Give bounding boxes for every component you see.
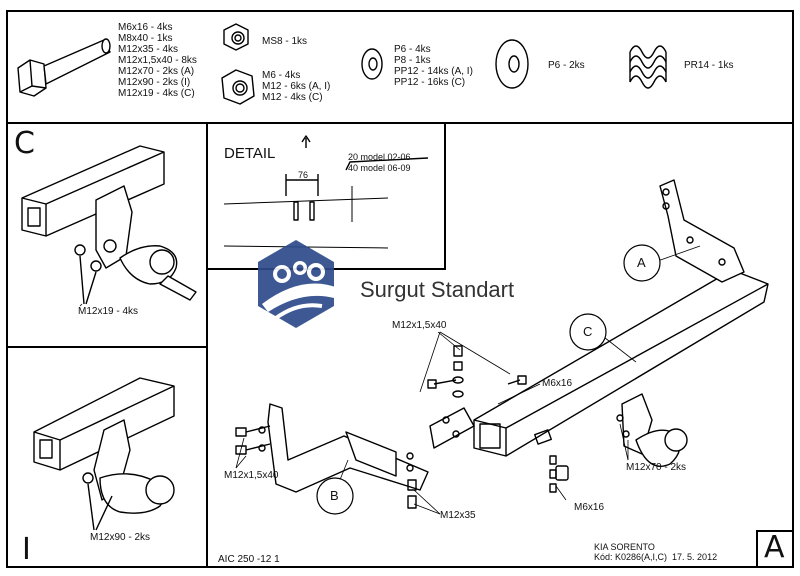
bolt-list: M6x16 - 4ks M8x40 - 1ks M12x35 - 4ks M12…	[118, 22, 197, 99]
bolt-list-item: M12x90 - 2ks (I)	[118, 77, 191, 88]
callout-a-letter: A	[637, 255, 646, 270]
nut-ms8-label: MS8 - 1ks	[262, 36, 308, 47]
vehicle-name: KIA SORENTO	[594, 542, 655, 552]
washer-large-icon	[495, 39, 529, 89]
washer-list-item: P6 - 4ks	[394, 44, 431, 55]
spring-washer-icon	[629, 45, 667, 89]
label-m6x16-top: M6x16	[542, 378, 573, 389]
callout-b-circle	[316, 477, 354, 515]
spring-label: PR14 - 1ks	[684, 60, 734, 71]
panel-c-bolt-label: M12x19 - 4ks	[78, 306, 139, 317]
nut-list-item: M12 - 4ks (C)	[262, 92, 323, 103]
detail-model-line1: 20 model 02-06	[348, 152, 411, 162]
nut-list-item: M6 - 4ks	[262, 70, 301, 81]
washer-p6-label: P6 - 2ks	[548, 60, 585, 71]
kod-line: Kód: K0286(A,I,C) 17. 5. 2012	[594, 552, 718, 562]
bolt-list-item: M12x1,5x40 - 8ks	[118, 55, 197, 66]
label-m12x35: M12x35	[440, 510, 476, 521]
bolt-list-item: M12x70 - 2ks (A)	[118, 66, 195, 77]
hitch-c-illustration	[21, 145, 197, 305]
bolt-list-item: M8x40 - 1ks	[118, 33, 173, 44]
label-m6x16-bottom: M6x16	[574, 502, 605, 513]
leader-lines	[79, 245, 701, 515]
hitch-i-illustration	[33, 377, 175, 531]
bolt-list-item: M12x19 - 4ks (C)	[118, 88, 195, 99]
corner-letter: A	[764, 530, 785, 565]
nut-list: M6 - 4ks M12 - 6ks (A, I) M12 - 4ks (C)	[262, 70, 330, 103]
washer-list: P6 - 4ks P8 - 1ks PP12 - 14ks (A, I) PP1…	[394, 44, 473, 88]
detail-illustration	[223, 135, 429, 249]
washer-list-item: PP12 - 14ks (A, I)	[394, 66, 473, 77]
panel-i-frame	[6, 346, 208, 568]
nut-ms8-icon	[223, 23, 249, 51]
nut-list-item: M12 - 6ks (A, I)	[262, 81, 331, 92]
label-m12x70: M12x70 - 2ks	[626, 462, 687, 473]
detail-title: DETAIL	[224, 145, 276, 162]
main-assembly-illustration	[235, 179, 769, 509]
panel-i-bolt-label: M12x90 - 2ks	[90, 532, 151, 543]
washer-list-item: P8 - 1ks	[394, 55, 431, 66]
drawing-code: AIC 250 -12 1	[218, 554, 280, 565]
hex-bolt-icon	[17, 38, 111, 97]
label-m12x1540-top: M12x1,5x40	[392, 320, 447, 331]
watermark-logo-icon	[258, 240, 338, 328]
callout-a-circle	[623, 244, 661, 282]
callout-c-circle	[569, 313, 607, 351]
washer-small-icon	[361, 48, 383, 80]
callout-b-letter: B	[330, 488, 339, 503]
washer-list-item: PP12 - 16ks (C)	[394, 77, 466, 88]
panel-i-letter: I	[22, 532, 31, 567]
watermark-text: Surgut Standart	[360, 277, 515, 302]
bolt-list-item: M6x16 - 4ks	[118, 22, 173, 33]
bolt-list-item: M12x35 - 4ks	[118, 44, 179, 55]
panel-c-letter: C	[14, 126, 35, 161]
detail-dimension: 76	[298, 170, 309, 180]
nut-m12-icon	[221, 69, 255, 105]
callout-c-letter: C	[583, 324, 593, 339]
label-m12x1540-left: M12x1,5x40	[224, 470, 279, 481]
corner-letter-box	[756, 530, 794, 568]
detail-model-line2: 40 model 06-09	[348, 163, 411, 173]
